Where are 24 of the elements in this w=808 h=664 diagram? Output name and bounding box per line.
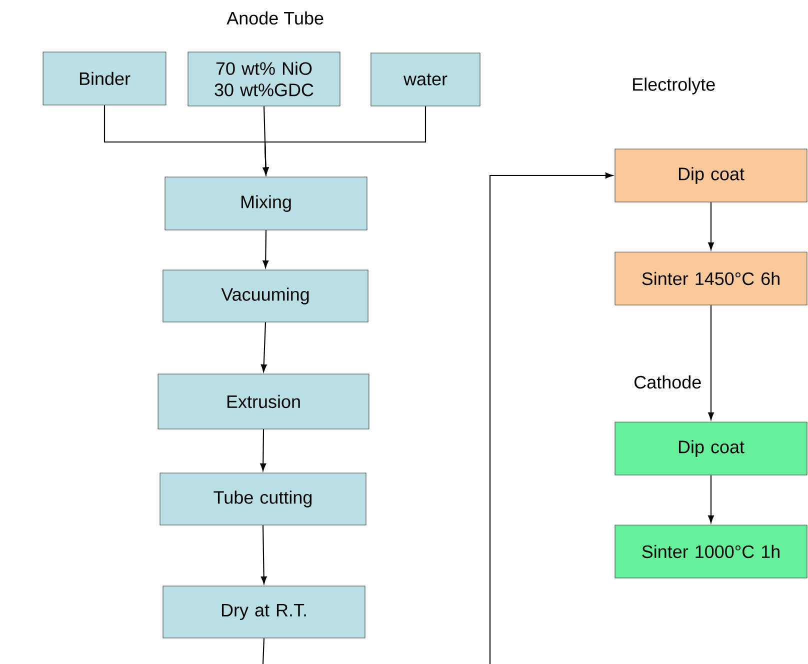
process-box: Dry at R.T. — [162, 586, 366, 638]
process-box: Sinter 1450°C 6h — [614, 252, 808, 306]
process-box: Tube cutting — [160, 472, 366, 526]
process-box: Sinter 1000°C 1h — [614, 524, 808, 578]
process-box: Mixing — [164, 176, 368, 230]
process-box: 70 wt% NiO 30 wt%GDC — [188, 52, 340, 106]
arrow — [260, 429, 266, 471]
arrow — [708, 202, 714, 250]
process-box: Dip coat — [614, 422, 808, 476]
process-box: Extrusion — [158, 374, 370, 430]
arrow — [708, 305, 714, 420]
process-box: Binder — [42, 52, 166, 106]
arrow — [262, 106, 426, 175]
heading: Anode Tube — [226, 11, 324, 25]
arrow — [489, 172, 613, 664]
arrow — [260, 322, 267, 372]
arrow — [708, 475, 714, 523]
process-box: Vacuuming — [162, 270, 368, 322]
process-box: water — [370, 52, 480, 106]
process-box: Dip coat — [614, 148, 808, 202]
heading: Electrolyte — [633, 78, 715, 94]
arrow — [262, 230, 269, 268]
heading: Cathode — [634, 375, 701, 389]
arrow — [260, 525, 267, 584]
